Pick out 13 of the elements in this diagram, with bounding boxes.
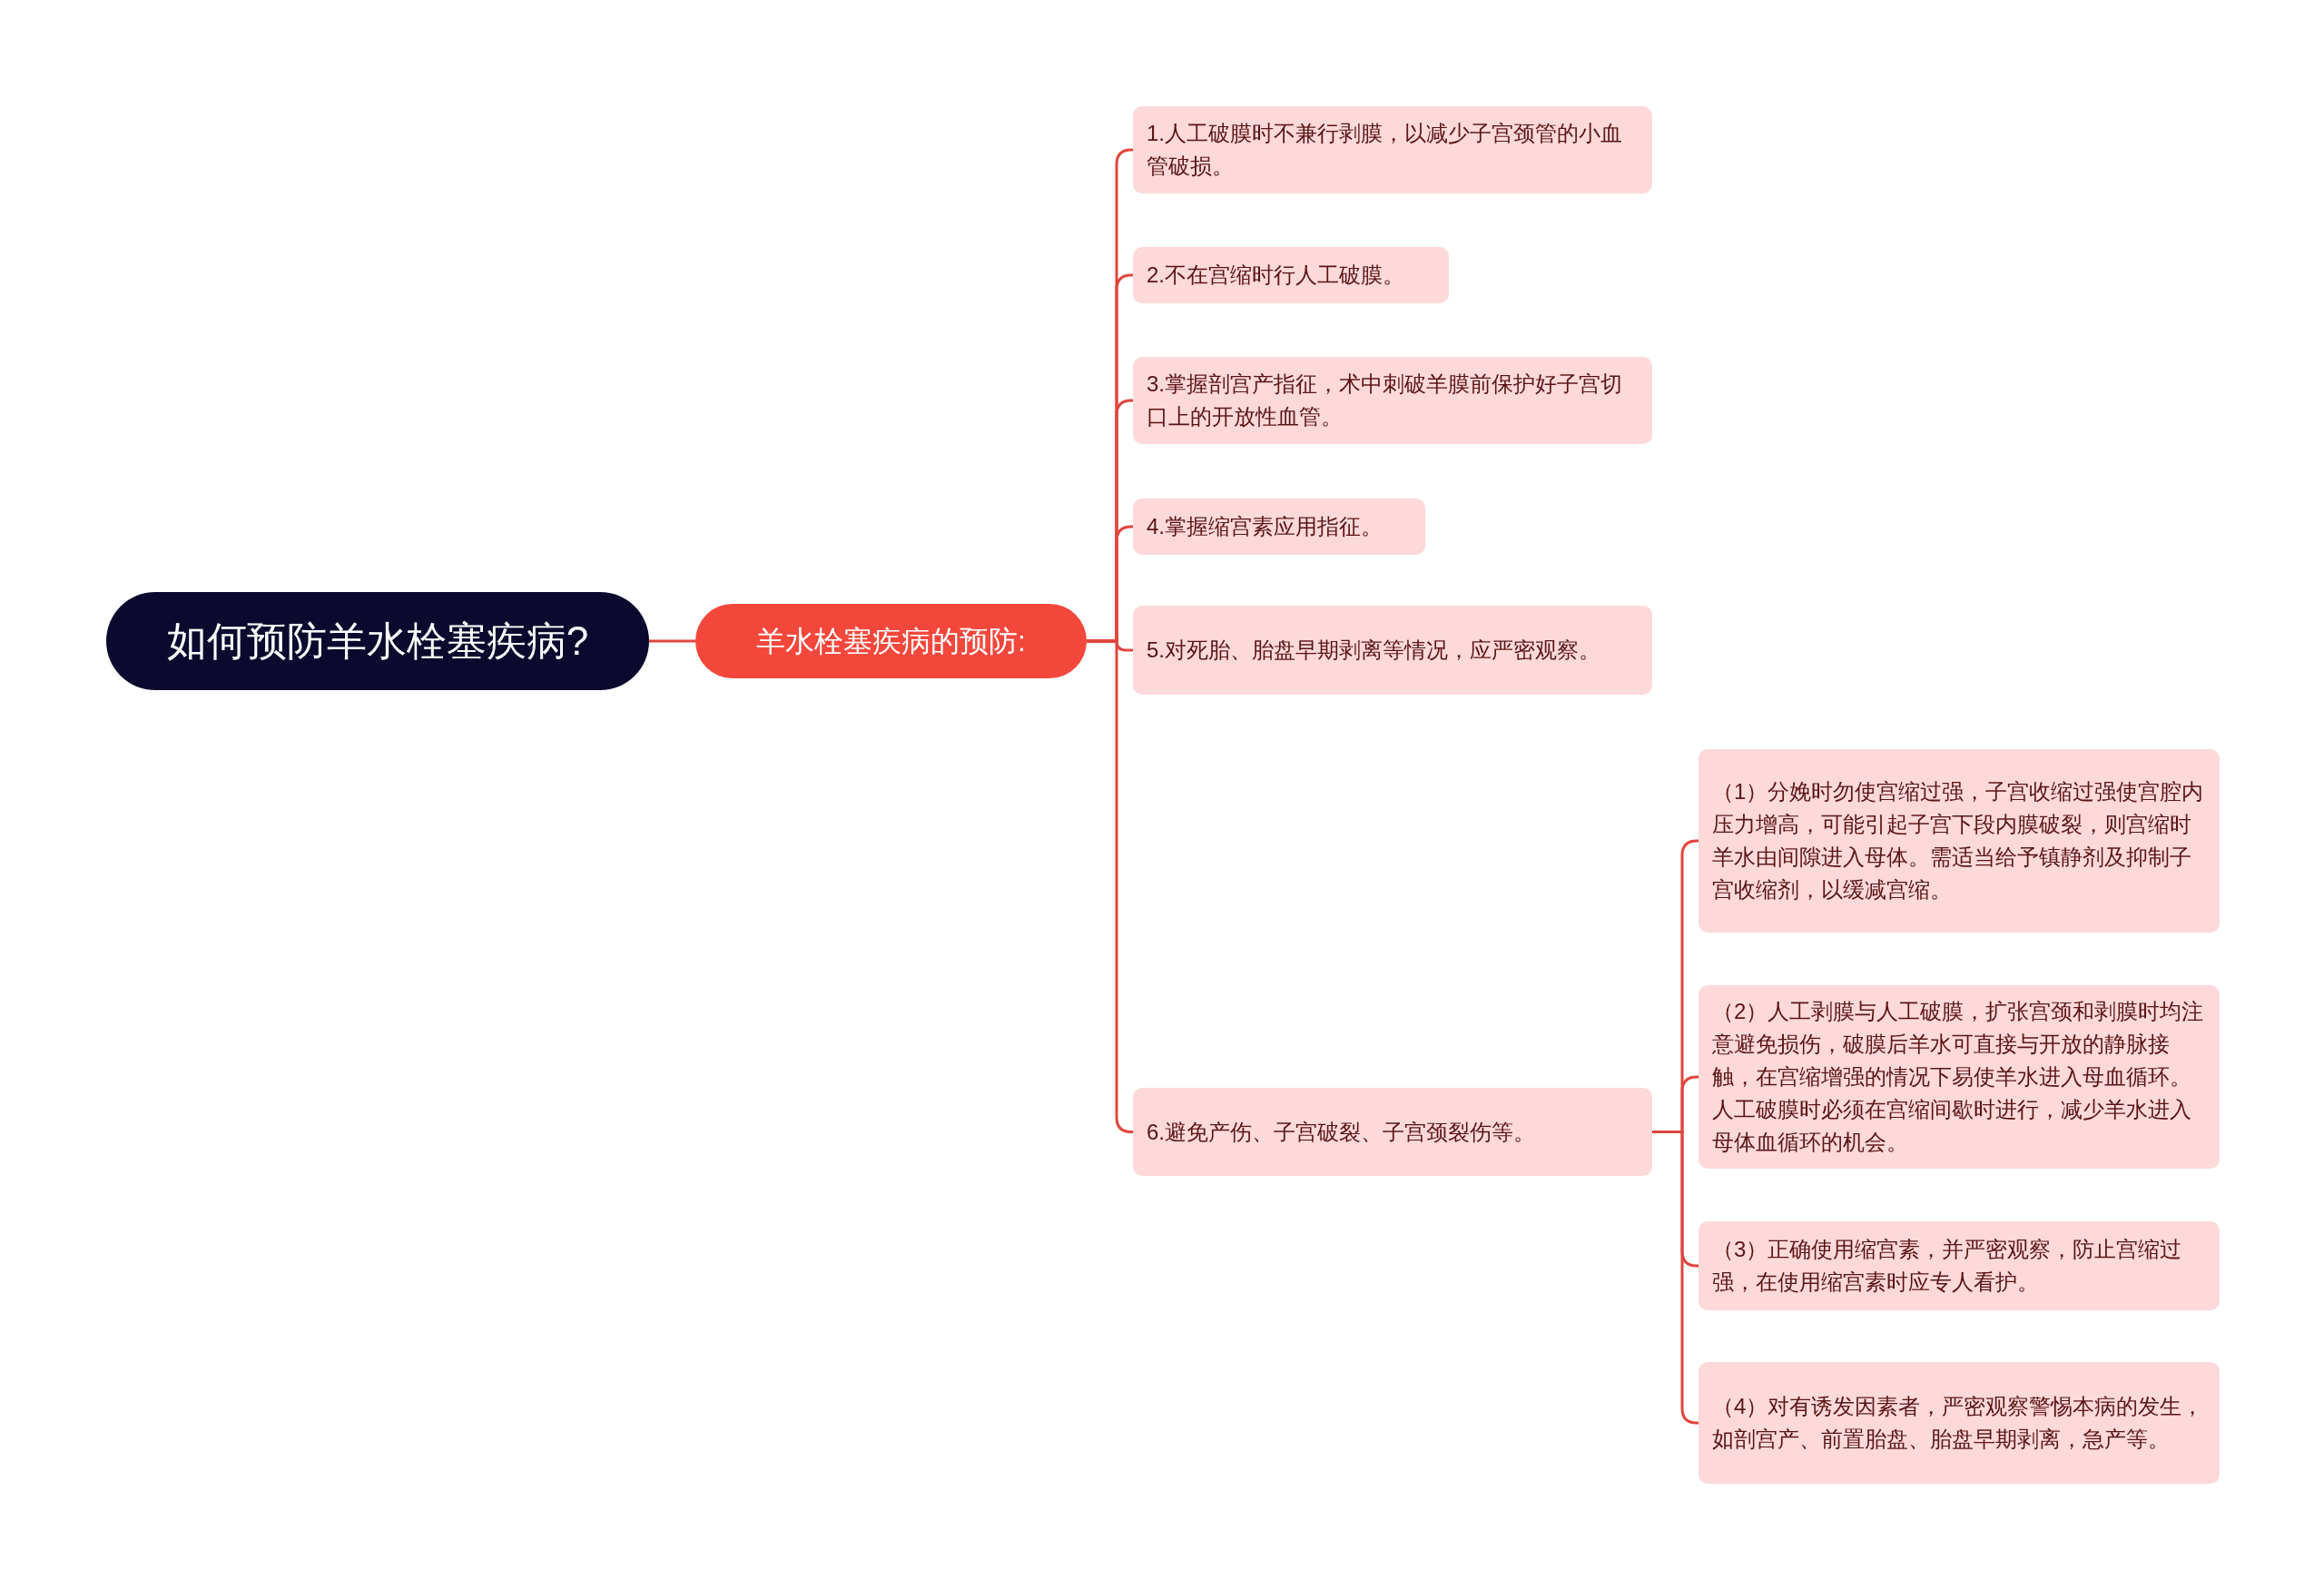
topic-box: 4.掌握缩宫素应用指征。 (1133, 499, 1425, 555)
connector-line (649, 639, 695, 643)
topic-box: （2）人工剥膜与人工破膜，扩张宫颈和剥膜时均注意避免损伤，破膜后羊水可直接与开放的静脉接触，在宫缩增强的情况下易使羊水进入母血循环。人工破膜时必须在宫缩间歇时进行，减少羊水进入母体血循环的机会。 (1699, 985, 2220, 1169)
central-topic: 如何预防羊水栓塞疾病? (106, 592, 649, 690)
topic-box: （4）对有诱发因素者，严密观察警惕本病的发生，如剖宫产、前置胎盘、胎盘早期剥离，急产等。 (1699, 1362, 2220, 1484)
topic-box: 5.对死胎、胎盘早期剥离等情况，应严密观察。 (1133, 606, 1652, 695)
topic-box: 1.人工破膜时不兼行剥膜，以减少子宫颈管的小血管破损。 (1133, 106, 1652, 193)
topic-box: 3.掌握剖宫产指征，术中刺破羊膜前保护好子宫切口上的开放性血管。 (1133, 357, 1652, 444)
branch-topic: 羊水栓塞疾病的预防: (695, 604, 1087, 678)
topic-box: 6.避免产伤、子宫破裂、子宫颈裂伤等。 (1133, 1088, 1652, 1176)
topic-box: 2.不在宫缩时行人工破膜。 (1133, 247, 1449, 303)
topic-box: （1）分娩时勿使宫缩过强，子宫收缩过强使宫腔内压力增高，可能引起子宫下段内膜破裂，则宫缩时羊水由间隙进入母体。需适当给予镇静剂及抑制子宫收缩剂，以缓减宫缩。 (1699, 749, 2220, 933)
topic-box: （3）正确使用缩宫素，并严密观察，防止宫缩过强，在使用缩宫素时应专人看护。 (1699, 1221, 2220, 1310)
